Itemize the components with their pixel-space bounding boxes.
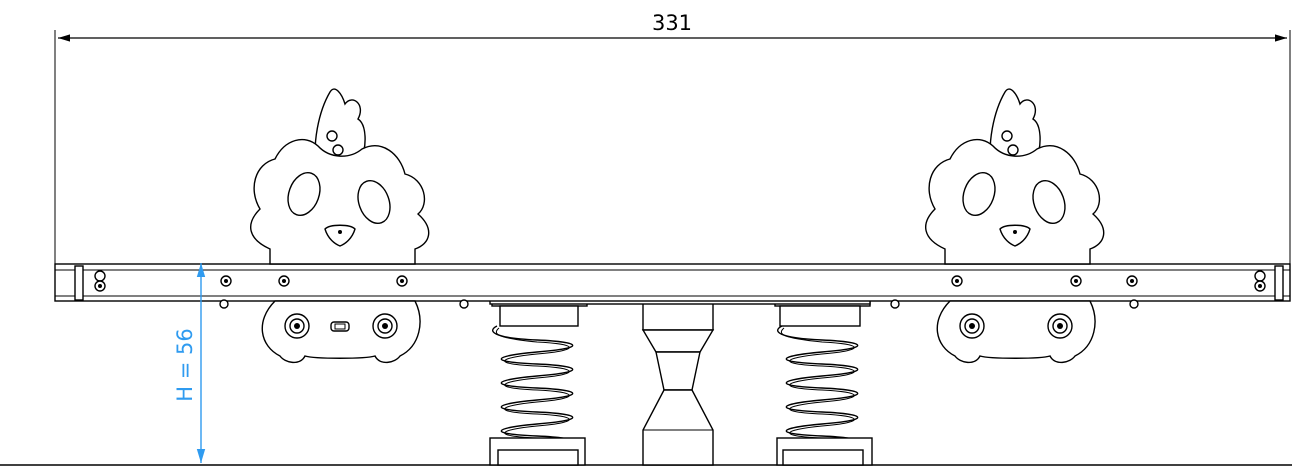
width-dimension: 331 bbox=[54, 11, 1291, 264]
right-handle-bolt-2 bbox=[1047, 313, 1073, 339]
seesaw-beam bbox=[54, 263, 1291, 305]
pivot-post bbox=[641, 289, 715, 466]
right-chicken-seat bbox=[924, 88, 1105, 364]
left-spring bbox=[489, 295, 588, 466]
beam-bolts bbox=[94, 270, 1266, 309]
width-dimension-label: 331 bbox=[652, 11, 692, 35]
right-handle-bolt-1 bbox=[959, 313, 985, 339]
height-dimension-label: H = 56 bbox=[173, 328, 197, 401]
left-handle-bolt-1 bbox=[284, 313, 310, 339]
left-chicken-seat bbox=[249, 88, 430, 364]
height-dimension: H = 56 bbox=[173, 263, 206, 463]
right-spring bbox=[774, 295, 873, 466]
left-handle-bolt-2 bbox=[372, 313, 398, 339]
